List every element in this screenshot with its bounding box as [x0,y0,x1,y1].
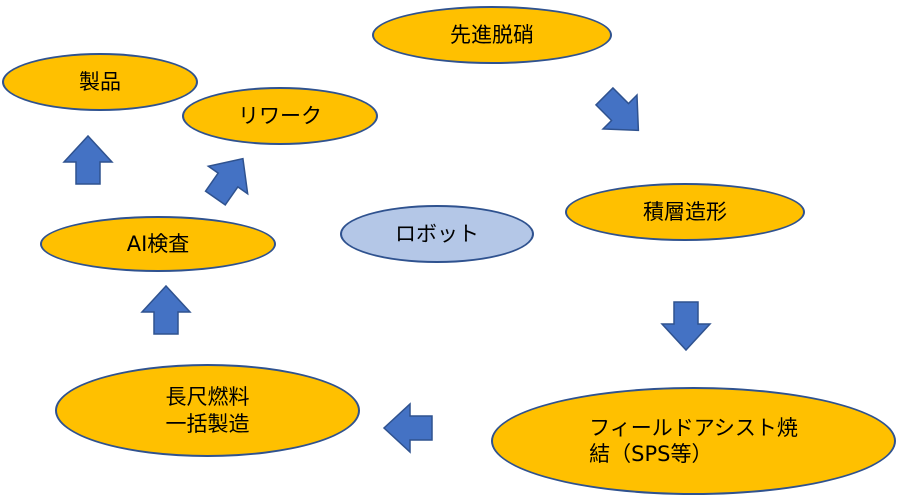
node-advanced-denitration-label: 先進脱硝 [450,22,534,47]
node-advanced-denitration: 先進脱硝 [372,6,612,64]
node-sps-label-line1: フィールドアシスト焼 [589,415,798,440]
node-robot: ロボット [340,205,534,263]
arrow-long-fuel-to-ai [141,285,191,335]
node-long-fuel-label-line1: 長尺燃料 [165,385,250,410]
arrow-sps-to-long-fuel [383,403,433,453]
node-product: 製品 [2,53,198,111]
arrow-ai-to-product [63,135,113,185]
node-additive-manufacturing: 積層造形 [565,183,805,241]
arrow-denitration-to-am [586,78,657,149]
node-sps-label-line2: 結（SPS等） [589,442,713,466]
node-ai-inspection-label: AI検査 [126,231,190,256]
node-long-fuel-batch: 長尺燃料 一括製造 [55,364,360,457]
node-rework-label: リワーク [238,103,322,128]
node-field-assisted-sintering: フィールドアシスト焼 結（SPS等） [491,387,896,495]
node-long-fuel-label-line2: 一括製造 [165,411,250,436]
node-robot-label: ロボット [395,221,479,246]
node-rework: リワーク [182,87,378,145]
node-product-label: 製品 [79,69,121,94]
node-additive-manufacturing-label: 積層造形 [643,199,727,224]
node-ai-inspection: AI検査 [40,216,276,272]
arrow-ai-to-rework [194,144,264,213]
arrow-am-to-sps [661,301,711,351]
